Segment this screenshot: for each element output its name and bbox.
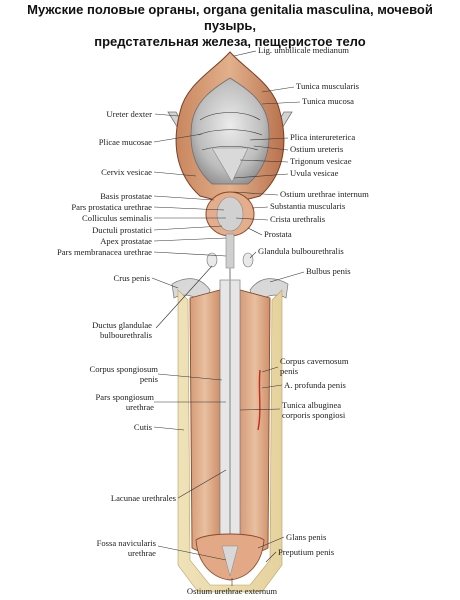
- label-colliculus-seminalis: Colliculus seminalis: [82, 213, 153, 223]
- label-corpus-cavernosum-penis: penis: [280, 366, 299, 376]
- left-labels: Ureter dexter Plicae mucosae Cervix vesi…: [57, 109, 177, 558]
- label-uvula-vesicae: Uvula vesicae: [290, 168, 339, 178]
- label-bulbourethralis: bulbourethralis: [100, 330, 153, 340]
- trigonum-vesicae: [211, 147, 249, 183]
- label-glandula-bulbourethralis: Glandula bulbourethralis: [258, 246, 344, 256]
- label-pars-prostatica-urethrae: Pars prostatica urethrae: [71, 202, 152, 212]
- connector-lines: [151, 50, 305, 586]
- label-corpus-cavernosum: Corpus cavernosum: [280, 356, 349, 366]
- label-crista-urethralis: Crista urethralis: [270, 214, 326, 224]
- label-preputium-penis: Preputium penis: [278, 547, 335, 557]
- label-pars-spongiosum: Pars spongiosum: [96, 392, 155, 402]
- label-plicae-mucosae: Plicae mucosae: [99, 137, 152, 147]
- label-ostium-urethrae-externum: Ostium urethrae externum: [187, 586, 278, 596]
- label-cervix-vesicae: Cervix vesicae: [101, 167, 152, 177]
- label-ostium-ureteris: Ostium ureteris: [290, 144, 344, 154]
- cutis: [177, 289, 283, 593]
- label-tunica-muscularis: Tunica muscularis: [296, 81, 360, 91]
- label-glans-penis: Glans penis: [286, 532, 327, 542]
- bulbourethral-gland-left: [206, 252, 218, 268]
- label-fossa-navicularis-urethrae: urethrae: [128, 548, 156, 558]
- label-substantia-muscularis: Substantia muscularis: [270, 201, 346, 211]
- label-bulbus-penis: Bulbus penis: [306, 266, 351, 276]
- figure-title: Мужские половые органы, organa genitalia…: [0, 2, 460, 50]
- label-ductuli-prostatici: Ductuli prostatici: [92, 225, 153, 235]
- corpus-cavernosum-left: [189, 289, 221, 552]
- label-apex-prostatae: Apex prostatae: [100, 236, 152, 246]
- label-basis-prostatae: Basis prostatae: [100, 191, 152, 201]
- label-corpus-spongiosum-penis: penis: [140, 374, 159, 384]
- label-ureter-dexter: Ureter dexter: [106, 109, 152, 119]
- label-a-profunda-penis: A. profunda penis: [284, 380, 346, 390]
- label-tunica-albuginea: Tunica albuginea: [282, 400, 341, 410]
- title-line-1: Мужские половые органы, organa genitalia…: [27, 2, 433, 33]
- label-corporis-spongiosi: corporis spongiosi: [282, 410, 346, 420]
- label-tunica-mucosa: Tunica mucosa: [302, 96, 354, 106]
- label-plica-interureterica: Plica interureterica: [290, 132, 355, 142]
- label-ostium-urethrae-internum: Ostium urethrae internum: [280, 189, 369, 199]
- label-cutis: Cutis: [134, 422, 153, 432]
- title-line-2: предстательная железа, пещеристое тело: [94, 34, 366, 49]
- label-crus-penis: Crus penis: [113, 273, 150, 283]
- label-lacunae-urethrales: Lacunae urethrales: [111, 493, 177, 503]
- label-fossa-navicularis: Fossa navicularis: [97, 538, 157, 548]
- a-profunda-penis: [257, 369, 261, 431]
- right-labels: Lig. umbilicale medianum Tunica muscular…: [258, 45, 369, 557]
- label-ductus-glandulae: Ductus glandulae: [92, 320, 152, 330]
- label-lig-umbilicale-medianum: Lig. umbilicale medianum: [258, 45, 349, 55]
- label-prostata: Prostata: [264, 229, 292, 239]
- label-trigonum-vesicae: Trigonum vesicae: [290, 156, 352, 166]
- label-corpus-spongiosum: Corpus spongiosum: [89, 364, 158, 374]
- bulbourethral-gland-right: [242, 252, 254, 268]
- label-pars-spongiosum-urethrae: urethrae: [126, 402, 154, 412]
- label-pars-membranacea-urethrae: Pars membranacea urethrae: [57, 247, 152, 257]
- corpus-cavernosum-right: [239, 289, 271, 552]
- bladder-mucosa: [190, 77, 270, 185]
